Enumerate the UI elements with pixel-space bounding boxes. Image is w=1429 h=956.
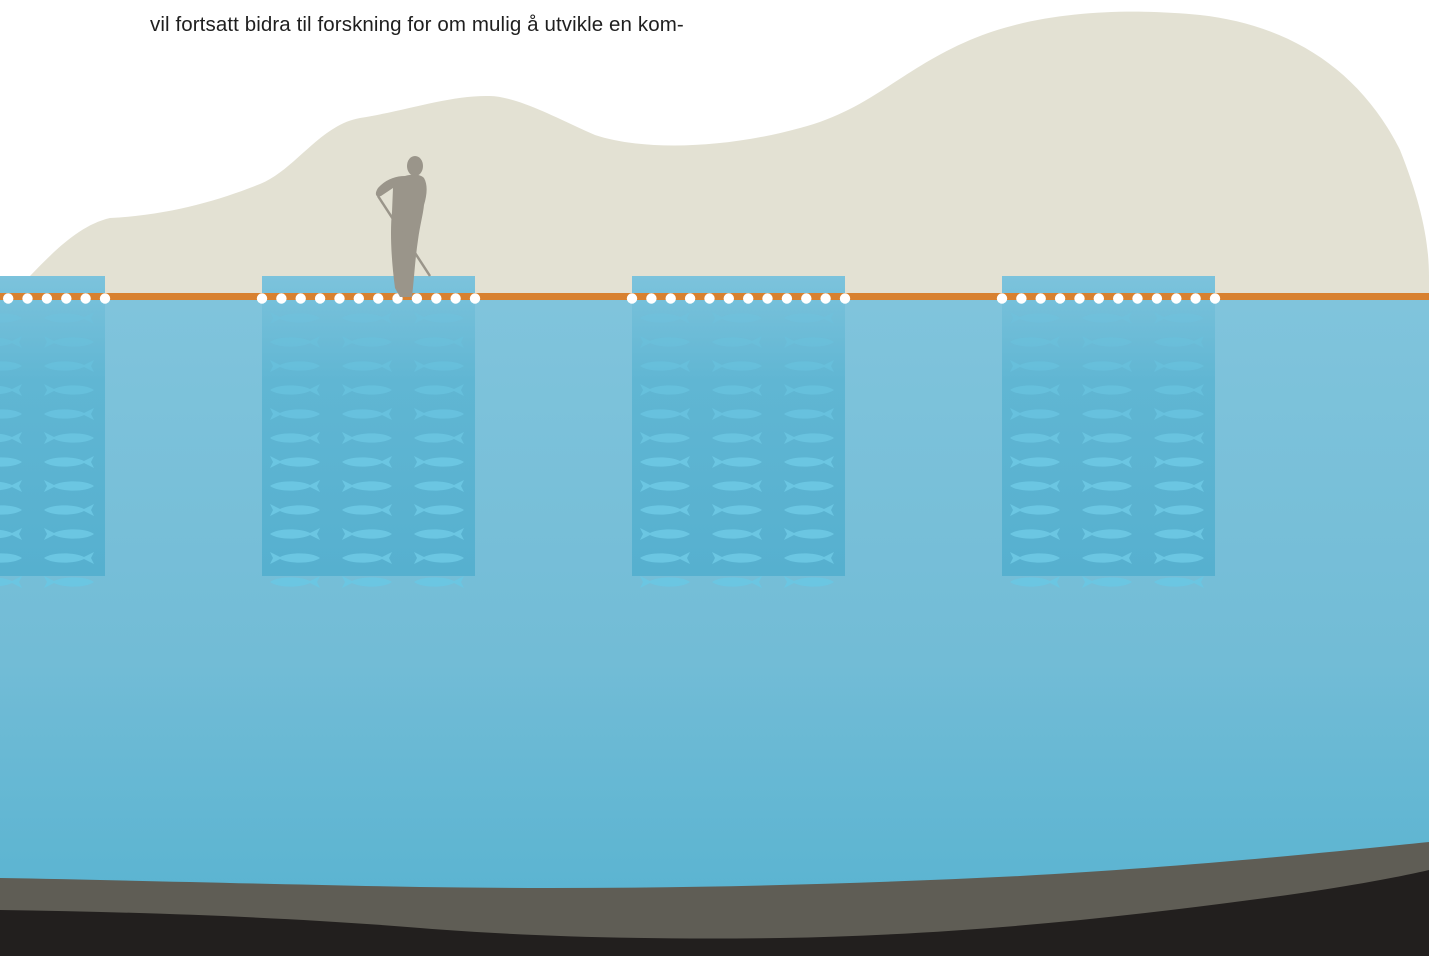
float-ball-icon [1152,293,1162,303]
float-ball-icon [997,293,1007,303]
float-ball-icon [450,293,460,303]
fish-pen [1002,276,1215,588]
float-ball-icon [1113,293,1123,303]
float-ball-icon [1132,293,1142,303]
float-ball-icon [354,293,364,303]
float-ball-icon [704,293,714,303]
float-ball-icon [412,293,422,303]
float-ball-icon [296,293,306,303]
float-ball-icon [431,293,441,303]
float-ball-icon [257,293,267,303]
float-ball-icon [276,293,286,303]
float-ball-icon [782,293,792,303]
float-ball-icon [80,293,90,303]
float-ball-icon [1036,293,1046,303]
float-ball-icon [743,293,753,303]
float-ball-icon [646,293,656,303]
float-ball-icon [762,293,772,303]
float-ball-icon [470,293,480,303]
float-ball-icon [724,293,734,303]
float-ball-icon [1055,293,1065,303]
caption-text: vil fortsatt bidra til forskning for om … [150,11,684,39]
float-ball-icon [100,293,110,303]
float-ball-icon [42,293,52,303]
float-ball-icon [820,293,830,303]
fish-pen [0,276,105,588]
float-ball-icon [1210,293,1220,303]
float-ball-icon [1171,293,1181,303]
float-ball-icon [373,293,383,303]
float-ball-icon [1016,293,1026,303]
float-ball-icon [1074,293,1084,303]
float-ball-icon [840,293,850,303]
fish-pen [262,276,475,588]
fish-pen [632,276,845,588]
float-ball-icon [334,293,344,303]
float-ball-icon [3,293,13,303]
float-ball-icon [666,293,676,303]
float-ball-icon [315,293,325,303]
float-ball-icon [627,293,637,303]
float-ball-icon [61,293,71,303]
float-ball-icon [1190,293,1200,303]
float-ball-icon [22,293,32,303]
float-ball-icon [685,293,695,303]
float-ball-icon [801,293,811,303]
float-ball-icon [1094,293,1104,303]
hill-background [30,12,1429,300]
